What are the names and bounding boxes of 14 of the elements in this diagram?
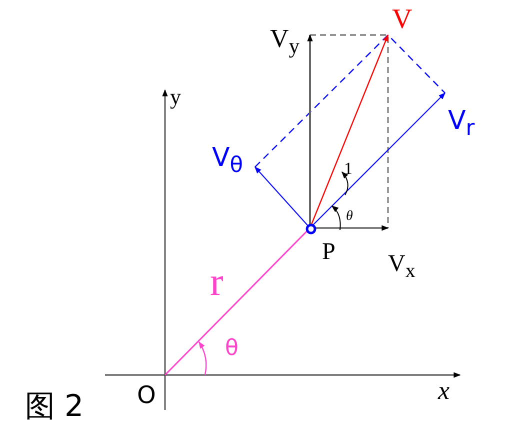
vector-label: V$_{r}$ (448, 108, 475, 140)
angle-label: θ (225, 338, 238, 360)
axis-label: y (170, 86, 181, 108)
figure-caption: 图 2 (25, 392, 84, 422)
axis-label: x (438, 378, 450, 404)
vector-label: V (392, 6, 412, 34)
vector-label: V$_{y}$ (270, 26, 300, 58)
vector-label: r (210, 262, 224, 302)
vector-label: V$_{x}$ (388, 252, 416, 281)
vector-label: V$_{θ}$ (212, 145, 244, 177)
point-label: P (322, 240, 336, 264)
angle-label: 1 (344, 160, 352, 177)
origin-label: O (137, 383, 156, 407)
angle-label: θ (346, 210, 353, 224)
